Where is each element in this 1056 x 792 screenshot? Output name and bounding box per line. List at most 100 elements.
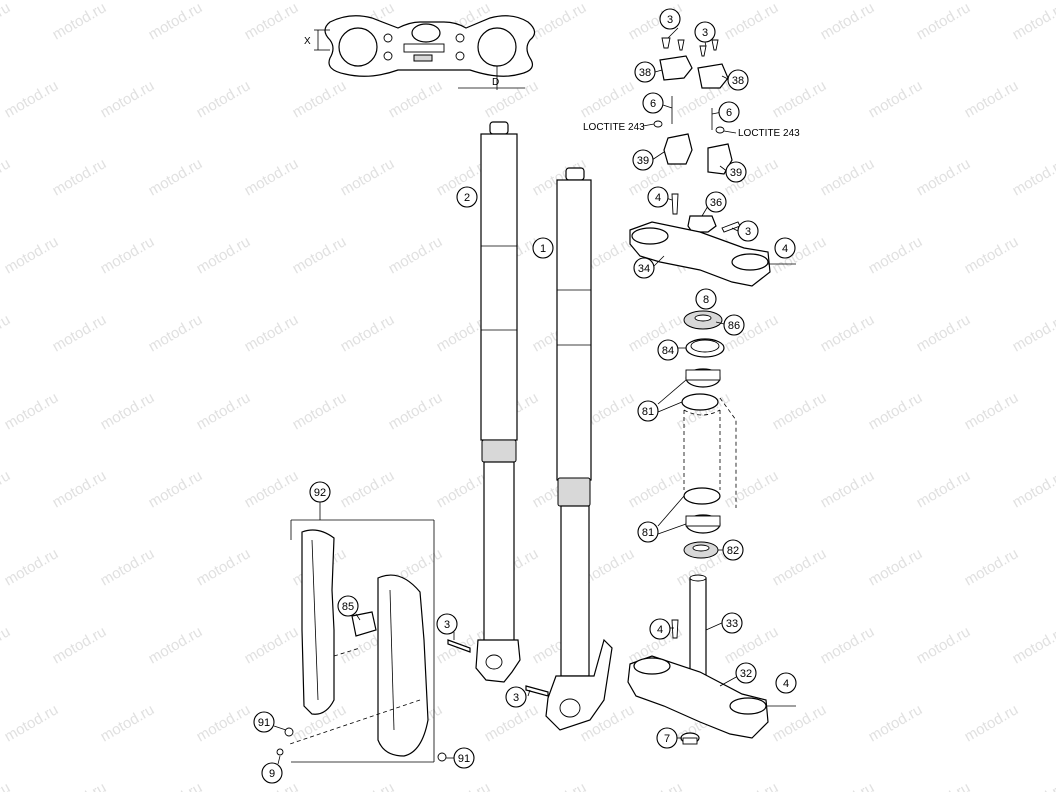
- watermark-text: motod.ru: [98, 545, 158, 589]
- clamp-bolt: [661, 37, 671, 49]
- upper-clamp-right-bore: [731, 253, 769, 271]
- watermark-text: motod.ru: [194, 701, 254, 745]
- fork-guard-clamp: [351, 611, 377, 637]
- watermark-text: motod.ru: [242, 623, 302, 667]
- watermark-text: motod.ru: [818, 623, 878, 667]
- watermark-text: motod.ru: [98, 701, 158, 745]
- callout-2: 2: [456, 186, 478, 208]
- watermark-text: motod.ru: [626, 779, 686, 792]
- watermark-text: motod.ru: [290, 77, 350, 121]
- callout-3: 3: [505, 686, 527, 708]
- watermark-text: motod.ru: [1010, 623, 1056, 667]
- watermark-text: motod.ru: [2, 233, 62, 277]
- svg-text:6: 6: [650, 98, 656, 110]
- watermark-text: motod.ru: [0, 779, 13, 792]
- detail-bolt-hole: [383, 51, 393, 61]
- watermark-text: motod.ru: [866, 233, 926, 277]
- lower-clamp-left-bore: [633, 657, 671, 675]
- callout-6: 6: [718, 101, 740, 123]
- watermark-text: motod.ru: [98, 233, 158, 277]
- fork-leg-2-upper-tube: [480, 133, 518, 441]
- lower-triple-clamp: [627, 655, 769, 739]
- callout-3: 3: [659, 8, 681, 30]
- callout-6: 6: [642, 92, 664, 114]
- watermark-text: motod.ru: [290, 233, 350, 277]
- clamp-bolt: [711, 39, 719, 51]
- callout-84: 84: [657, 339, 679, 361]
- callout-4: 4: [774, 237, 796, 259]
- fork-leg-1-bolt: [525, 685, 549, 697]
- handlebar-lower-clamp-left: [663, 133, 693, 165]
- callout-39: 39: [725, 161, 747, 183]
- watermark-text: motod.ru: [386, 389, 446, 433]
- watermark-text: motod.ru: [242, 155, 302, 199]
- callout-81: 81: [637, 521, 659, 543]
- watermark-text: motod.ru: [818, 0, 878, 43]
- svg-text:92: 92: [314, 487, 326, 499]
- upper-clamp-bolt: [671, 193, 679, 215]
- handlebar-upper-clamp-left: [659, 55, 693, 81]
- fork-leg-1-axle-bore: [559, 698, 581, 718]
- svg-text:3: 3: [667, 14, 673, 26]
- watermark-text: motod.ru: [722, 467, 782, 511]
- callout-9: 9: [261, 762, 283, 784]
- watermark-text: motod.ru: [338, 779, 398, 792]
- svg-text:32: 32: [740, 668, 752, 680]
- svg-text:1: 1: [540, 243, 546, 255]
- watermark-text: motod.ru: [0, 155, 13, 199]
- fork-leg-2-outer-tube: [483, 461, 515, 643]
- watermark-text: motod.ru: [290, 389, 350, 433]
- watermark-text: motod.ru: [2, 77, 62, 121]
- callouts: 3 3 38 38 6 6 39 39 4 36 3 4 34 8 86 84 …: [253, 8, 797, 784]
- watermark-text: motod.ru: [386, 77, 446, 121]
- callout-3: 3: [737, 220, 759, 242]
- watermark-text: motod.ru: [770, 701, 830, 745]
- watermark-text: motod.ru: [2, 545, 62, 589]
- guard-assembly-line: [333, 647, 361, 657]
- watermark-text: motod.ru: [2, 389, 62, 433]
- watermark-text: motod.ru: [866, 389, 926, 433]
- watermark-text: motod.ru: [1010, 311, 1056, 355]
- fork-leg-1: [525, 167, 613, 731]
- svg-text:91: 91: [258, 717, 270, 729]
- watermark-text: motod.ru: [866, 77, 926, 121]
- callout-82: 82: [722, 539, 744, 561]
- watermark-text: motod.ru: [1010, 155, 1056, 199]
- watermark-text: motod.ru: [722, 779, 782, 792]
- callout-86: 86: [723, 314, 745, 336]
- guard-washer: [276, 748, 284, 756]
- fork-guard-left: [301, 529, 335, 715]
- lower-bearing-race: [683, 487, 721, 505]
- callout-1: 1: [532, 237, 554, 259]
- watermark-text: motod.ru: [146, 0, 206, 43]
- callout-91: 91: [253, 711, 275, 733]
- callout-81: 81: [637, 400, 659, 422]
- svg-text:38: 38: [639, 67, 651, 79]
- watermark-text: motod.ru: [50, 779, 110, 792]
- watermark-text: motod.ru: [818, 155, 878, 199]
- callout-38: 38: [634, 61, 656, 83]
- svg-text:36: 36: [710, 197, 722, 209]
- watermark-text: motod.ru: [866, 701, 926, 745]
- callout-34: 34: [633, 257, 655, 279]
- watermark-text: motod.ru: [242, 0, 302, 43]
- watermark-text: motod.ru: [530, 779, 590, 792]
- watermark-text: motod.ru: [194, 389, 254, 433]
- svg-text:39: 39: [730, 167, 742, 179]
- detail-right-fork-bore: [477, 27, 517, 67]
- detail-bolt-hole: [455, 33, 465, 43]
- dimension-label-d: D: [492, 77, 499, 88]
- upper-bearing-race: [681, 393, 719, 411]
- watermark-text: motod.ru: [962, 545, 1022, 589]
- svg-text:7: 7: [664, 733, 670, 745]
- watermark-text: motod.ru: [2, 701, 62, 745]
- svg-text:81: 81: [642, 406, 654, 418]
- watermark-text: motod.ru: [0, 467, 13, 511]
- svg-text:84: 84: [662, 345, 674, 357]
- watermark-text: motod.ru: [242, 467, 302, 511]
- callout-3: 3: [694, 21, 716, 43]
- dimension-label-x: X: [304, 36, 311, 47]
- callout-92: 92: [309, 481, 331, 503]
- guard-screw: [284, 727, 294, 737]
